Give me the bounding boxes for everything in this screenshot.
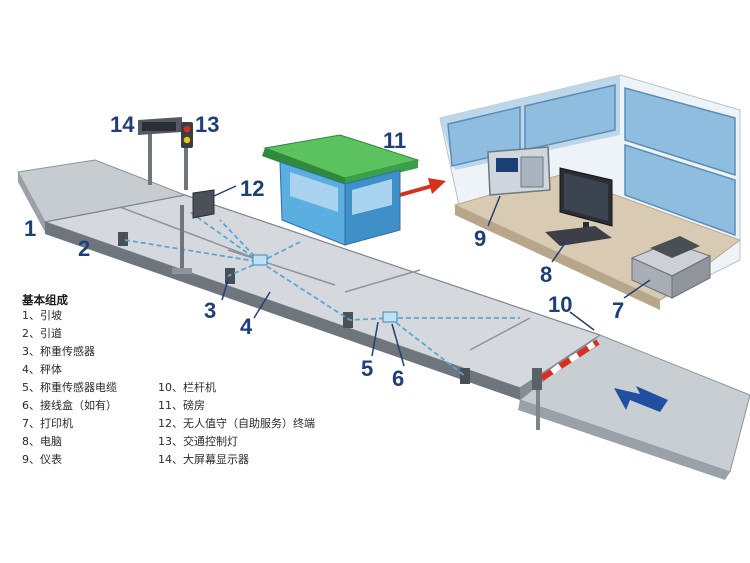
legend-item-7: 7、打印机 (22, 417, 73, 430)
legend-item-4: 4、秤体 (22, 363, 62, 376)
barrier-gate (532, 339, 600, 430)
control-room-windows (447, 84, 736, 237)
callout-6: 6 (392, 366, 404, 391)
legend-item-2: 2、引道 (22, 327, 62, 340)
legend: 基本组成 1、引坡 2、引道 3、称重传感器 4、秤体 5、称重传感器电缆 6、… (22, 292, 362, 466)
callout-2: 2 (78, 236, 90, 261)
legend-item-13: 13、交通控制灯 (158, 435, 238, 448)
legend-item-9: 9、仪表 (22, 453, 62, 466)
callout-5: 5 (361, 356, 373, 381)
weighing-indicator (487, 146, 551, 196)
printer (630, 236, 712, 299)
callout-8: 8 (540, 262, 552, 287)
legend-item-12: 12、无人值守（自助服务）终端 (158, 417, 315, 430)
callout-11: 11 (383, 128, 406, 153)
callout-4: 4 (240, 314, 253, 339)
legend-item-5: 5、称重传感器电缆 (22, 381, 117, 394)
junction-boxes (252, 254, 398, 323)
callout-7: 7 (612, 298, 624, 323)
callout-numbers: 1 2 3 4 5 6 7 8 9 10 11 12 13 14 (24, 112, 624, 391)
legend-item-3: 3、称重传感器 (22, 345, 95, 358)
legend-item-6: 6、接线盒（如有） (22, 399, 117, 412)
callout-13: 13 (195, 112, 219, 137)
legend-title: 基本组成 (22, 293, 68, 307)
callout-10: 10 (548, 292, 572, 317)
callout-9: 9 (474, 226, 486, 251)
legend-item-10: 10、栏杆机 (158, 381, 216, 394)
computer (545, 167, 613, 246)
traffic-light (181, 122, 193, 190)
legend-item-1: 1、引坡 (22, 309, 62, 322)
weighing-booth (262, 134, 420, 246)
self-service-terminal (172, 189, 215, 274)
callout-14: 14 (110, 112, 135, 137)
vehicle-direction-arrow (614, 386, 668, 412)
callout-leaders (213, 185, 651, 367)
legend-item-8: 8、电脑 (22, 435, 62, 448)
callout-12: 12 (240, 176, 264, 201)
callout-3: 3 (204, 298, 216, 323)
legend-item-11: 11、磅房 (158, 399, 205, 412)
display-pole (138, 117, 182, 185)
callout-1: 1 (24, 216, 36, 241)
legend-item-14: 14、大屏幕显示器 (158, 453, 249, 466)
